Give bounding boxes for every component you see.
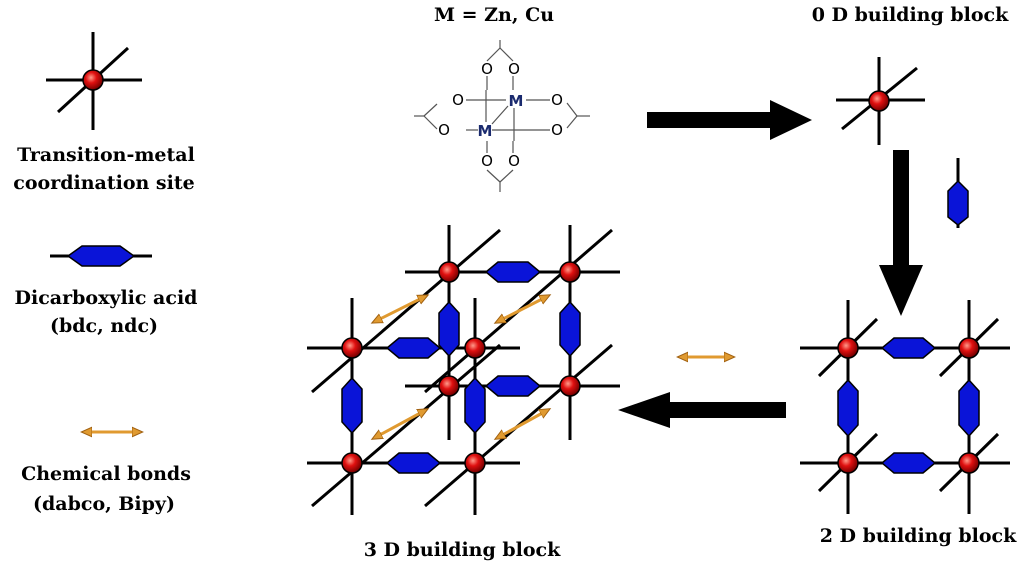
oxygen-atom: O: [438, 121, 450, 139]
zero-d-node: [836, 57, 925, 145]
paddlewheel-structure: O O O O O O O O M M: [414, 40, 590, 192]
two-d-grid: [800, 300, 1010, 514]
legend-linker-icon: [50, 245, 152, 267]
oxygen-atom: O: [481, 60, 493, 78]
oxygen-atom: O: [551, 121, 563, 139]
metal-formula-label: M = Zn, Cu: [434, 4, 554, 26]
zero-d-label: 0 D building block: [812, 4, 1009, 26]
oxygen-atom: O: [481, 152, 493, 170]
legend-node-icon: [46, 32, 142, 130]
arrow-to-3d: [618, 392, 786, 428]
legend-bond-label-2: (dabco, Bipy): [33, 493, 175, 515]
oxygen-atom: O: [551, 91, 563, 109]
legend-node-label-2: coordination site: [13, 172, 194, 194]
oxygen-atom: O: [508, 152, 520, 170]
arrow-to-2d: [879, 150, 923, 316]
arrow-to-0d: [647, 100, 812, 140]
legend-node-label-1: Transition-metal: [17, 144, 195, 166]
metal-atom: M: [509, 92, 524, 110]
oxygen-atom: O: [508, 60, 520, 78]
legend-linker-label-1: Dicarboxylic acid: [15, 287, 198, 309]
legend-linker-label-2: (bdc, ndc): [50, 315, 158, 337]
oxygen-atom: O: [452, 91, 464, 109]
metal-atom: M: [478, 122, 493, 140]
legend-bond-label-1: Chemical bonds: [21, 463, 191, 485]
added-linker: [947, 158, 969, 228]
three-d-framework: [307, 225, 620, 515]
three-d-label: 3 D building block: [364, 539, 561, 561]
two-d-label: 2 D building block: [820, 525, 1017, 547]
